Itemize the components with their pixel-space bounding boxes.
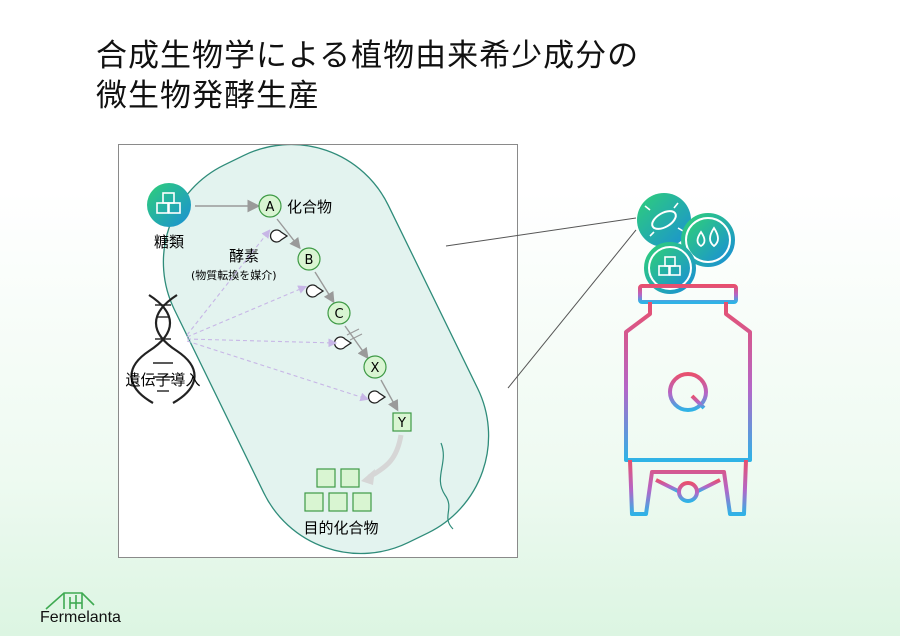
droplet-icon bbox=[681, 213, 735, 267]
gene-introduction-arrows bbox=[186, 229, 370, 402]
cell-tail bbox=[439, 442, 454, 530]
pathway-arrow-cx bbox=[344, 325, 369, 360]
pathway-arrow-bc bbox=[314, 271, 335, 304]
node-y: Y bbox=[392, 412, 412, 432]
svg-text:Y: Y bbox=[397, 416, 406, 431]
node-b: B bbox=[297, 247, 321, 271]
gene-label: 遺伝子導入 bbox=[125, 371, 200, 389]
cell-outline bbox=[162, 143, 490, 555]
callout-line-top bbox=[445, 217, 637, 247]
enzyme-icon bbox=[269, 229, 289, 243]
page-title: 合成生物学による植物由来希少成分の 微生物発酵生産 bbox=[96, 36, 639, 116]
enzyme-label: 酵素 bbox=[229, 247, 259, 265]
microbe-icon bbox=[637, 193, 691, 247]
fermenter-illustration bbox=[624, 193, 752, 516]
pathway-panel: 糖類 A 化合物 酵素 (物質転換を媒介) B C X bbox=[118, 143, 518, 558]
target-compound-icon bbox=[304, 468, 372, 512]
enzyme-note: (物質転換を媒介) bbox=[191, 268, 277, 282]
sugar-cube-icon bbox=[644, 242, 696, 294]
svg-text:B: B bbox=[305, 253, 314, 268]
target-compound-label: 目的化合物 bbox=[303, 519, 378, 537]
sugar-icon bbox=[147, 183, 191, 227]
svg-text:A: A bbox=[266, 200, 275, 215]
node-x: X bbox=[363, 355, 387, 379]
dna-icon bbox=[130, 294, 196, 404]
brand-name: Fermelanta bbox=[40, 609, 121, 626]
break-mark bbox=[346, 328, 363, 341]
pathway-arrow-xy bbox=[380, 379, 399, 412]
node-c: C bbox=[327, 301, 351, 325]
fermentation-tank-icon bbox=[624, 284, 752, 516]
export-arrowhead bbox=[361, 469, 375, 485]
pathway-arrow-ab bbox=[276, 218, 301, 250]
title-line-1: 合成生物学による植物由来希少成分の bbox=[96, 38, 640, 74]
callout-line-bottom bbox=[507, 229, 637, 389]
fermelanta-logo-icon bbox=[45, 592, 95, 610]
node-a: A bbox=[258, 194, 282, 218]
pathway-diagram: 糖類 A 化合物 酵素 (物質転換を媒介) B C X bbox=[125, 143, 490, 555]
svg-text:X: X bbox=[371, 361, 380, 376]
sugar-label: 糖類 bbox=[154, 233, 184, 251]
svg-text:C: C bbox=[334, 307, 343, 322]
title-line-2: 微生物発酵生産 bbox=[96, 78, 320, 114]
compound-label: 化合物 bbox=[287, 198, 332, 216]
